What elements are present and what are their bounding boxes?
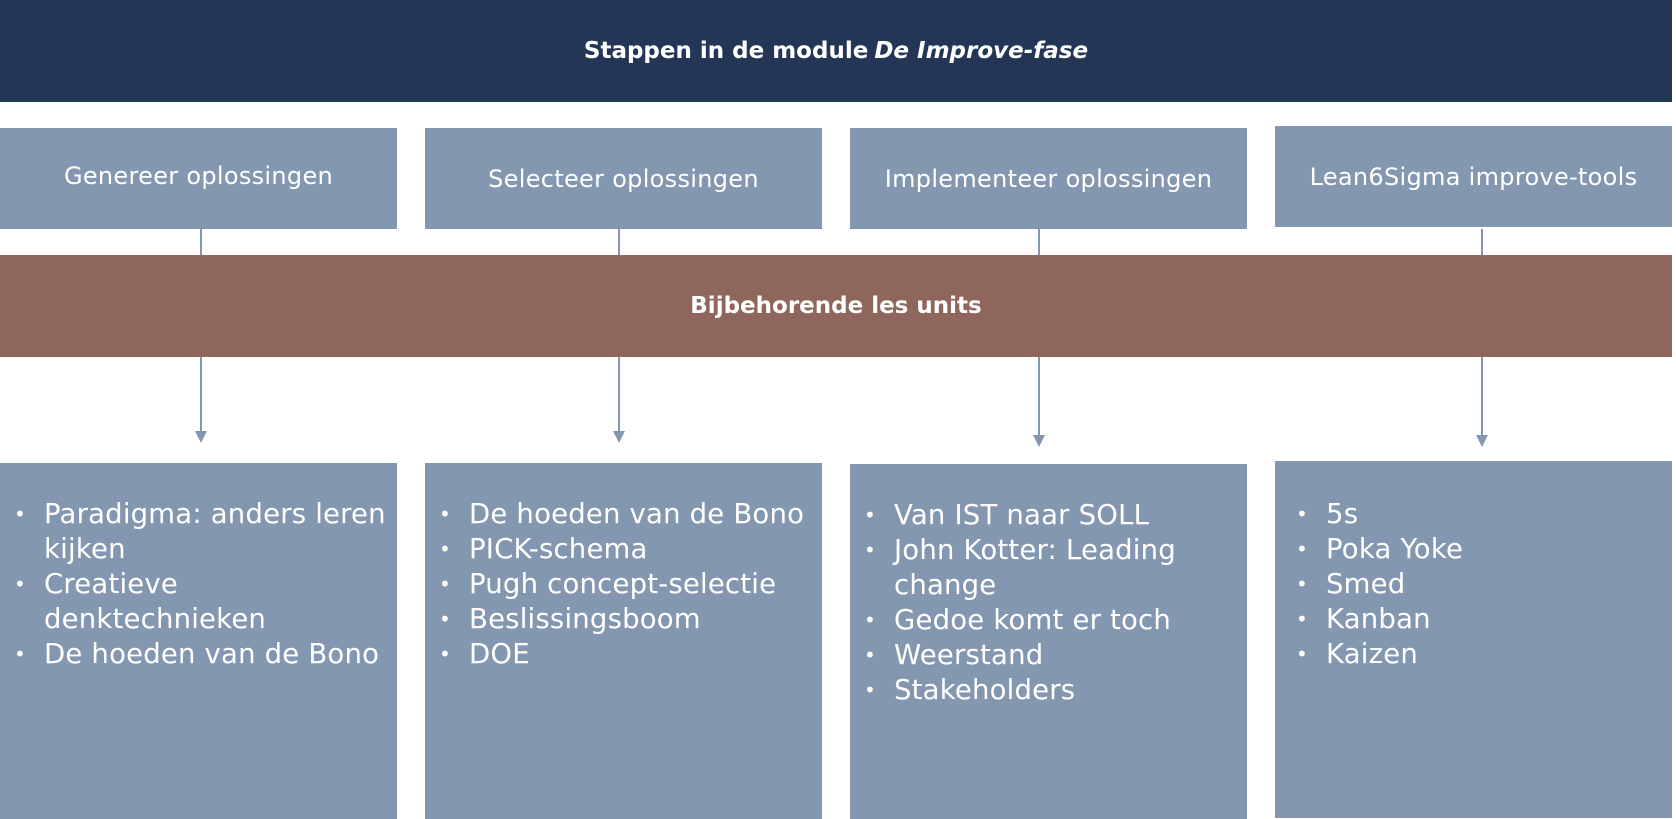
step-box-genereer: Genereer oplossingen (0, 128, 397, 229)
bullet-icon: • (439, 572, 451, 596)
bullet-icon: • (1296, 572, 1308, 596)
bullet-icon: • (439, 502, 451, 526)
list-item: • Kaizen (1296, 637, 1662, 672)
list-item-label: Poka Yoke (1326, 533, 1464, 565)
list-item-label: Kanban (1326, 603, 1431, 635)
step-box-selecteer: Selecteer oplossingen (425, 128, 822, 229)
list-item: • Beslissingsboom (439, 602, 812, 637)
list-item: • Kanban (1296, 602, 1662, 637)
list-item-label: Kaizen (1326, 638, 1419, 670)
bullet-icon: • (864, 608, 876, 632)
step-box-lean6sigma: Lean6Sigma improve-tools (1275, 126, 1672, 227)
bullet-icon: • (864, 678, 876, 702)
list-item-label: Pugh concept-selectie (469, 568, 777, 600)
bullet-icon: • (14, 642, 26, 666)
header-title-emphasis: De Improve-fase (874, 38, 1089, 64)
unit-list: • Van IST naar SOLL • John Kotter: Leading… (864, 498, 1237, 708)
list-item: • Smed (1296, 567, 1662, 602)
list-item: • Gedoe komt er toch (864, 603, 1237, 638)
list-item-label: De hoeden van de Bono (469, 498, 805, 530)
list-item-label: Beslissingsboom (469, 603, 701, 635)
list-item: • John Kotter: Leading change (864, 533, 1237, 603)
unit-list: • 5s • Poka Yoke • Smed • Kanban • Kaizen (1296, 497, 1662, 672)
list-item-label: John Kotter: Leading change (894, 534, 1176, 601)
content-box-genereer: • Paradigma: anders leren kijken • Creatie… (0, 463, 397, 819)
bullet-icon: • (1296, 502, 1308, 526)
header-title: Stappen in de module (583, 38, 869, 64)
list-item-label: Smed (1326, 568, 1406, 600)
header-title-bar: Stappen in de module De Improve-fase (0, 0, 1672, 102)
list-item: • De hoeden van de Bono (14, 637, 387, 672)
bullet-icon: • (14, 502, 26, 526)
list-item-label: 5s (1326, 498, 1359, 530)
content-box-implementeer: • Van IST naar SOLL • John Kotter: Leading… (850, 464, 1247, 819)
list-item: • DOE (439, 637, 812, 672)
bullet-icon: • (439, 607, 451, 631)
unit-list: • Paradigma: anders leren kijken • Creatie… (14, 497, 387, 672)
content-box-selecteer: • De hoeden van de Bono • PICK-schema • Pug… (425, 463, 822, 819)
step-label: Genereer oplossingen (63, 161, 334, 190)
bullet-icon: • (864, 538, 876, 562)
list-item: • Weerstand (864, 638, 1237, 673)
step-label: Selecteer oplossingen (488, 164, 759, 193)
list-item: • Creatieve denktechnieken (14, 567, 387, 637)
list-item: • Van IST naar SOLL (864, 498, 1237, 533)
bullet-icon: • (864, 503, 876, 527)
step-box-implementeer: Implementeer oplossingen (850, 128, 1247, 229)
list-item: • PICK-schema (439, 532, 812, 567)
bullet-icon: • (1296, 607, 1308, 631)
list-item-label: De hoeden van de Bono (44, 638, 380, 670)
list-item-label: Weerstand (894, 639, 1044, 671)
list-item-label: Stakeholders (894, 674, 1076, 706)
list-item-label: DOE (469, 638, 530, 670)
list-item: • Pugh concept-selectie (439, 567, 812, 602)
list-item-label: Paradigma: anders leren kijken (44, 498, 386, 565)
list-item: • Paradigma: anders leren kijken (14, 497, 387, 567)
bullet-icon: • (14, 572, 26, 596)
list-item-label: Van IST naar SOLL (894, 499, 1150, 531)
list-item: • Poka Yoke (1296, 532, 1662, 567)
list-item: • Stakeholders (864, 673, 1237, 708)
unit-list: • De hoeden van de Bono • PICK-schema • Pug… (439, 497, 812, 672)
bullet-icon: • (439, 537, 451, 561)
bullet-icon: • (439, 642, 451, 666)
list-item-label: Gedoe komt er toch (894, 604, 1171, 636)
bullet-icon: • (1296, 537, 1308, 561)
content-box-lean6sigma: • 5s • Poka Yoke • Smed • Kanban • Kaizen (1275, 461, 1672, 818)
list-item-label: Creatieve denktechnieken (44, 568, 267, 635)
step-label: Implementeer oplossingen (884, 164, 1213, 193)
bullet-icon: • (1296, 642, 1308, 666)
bullet-icon: • (864, 643, 876, 667)
list-item-label: PICK-schema (469, 533, 648, 565)
list-item: • De hoeden van de Bono (439, 497, 812, 532)
units-bar-label: Bijbehorende les units (690, 293, 982, 319)
list-item: • 5s (1296, 497, 1662, 532)
step-label: Lean6Sigma improve-tools (1309, 162, 1638, 191)
units-bar: Bijbehorende les units (0, 255, 1672, 357)
